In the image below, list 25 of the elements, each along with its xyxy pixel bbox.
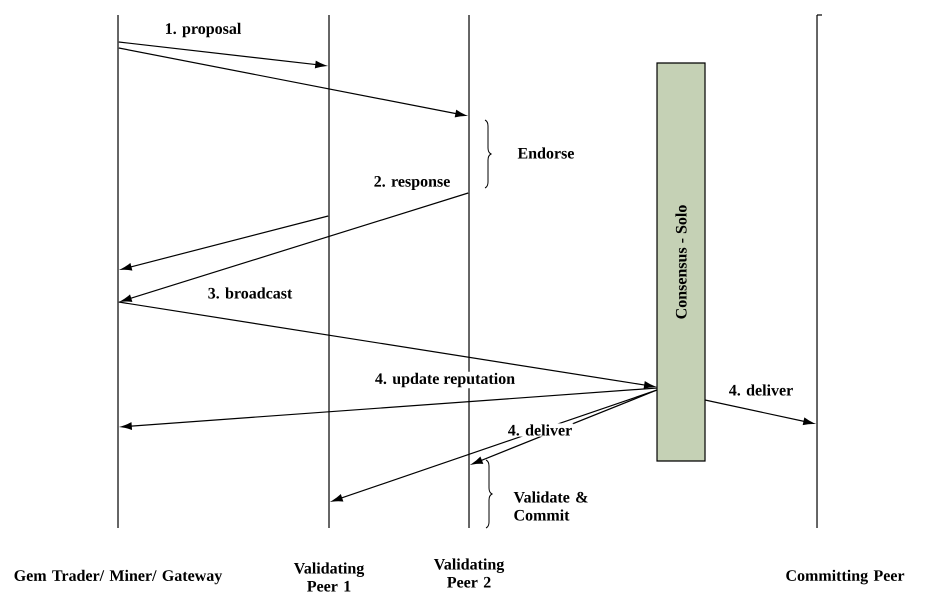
step-label: Endorse: [518, 147, 574, 159]
edge-label: 2. response: [372, 175, 452, 191]
edge-label: 4. deliver: [728, 383, 794, 397]
arrow: [704, 399, 814, 425]
arrow: [121, 387, 658, 430]
participant-label: Gem Trader/ Miner/ Gateway: [14, 570, 222, 584]
arrow: [332, 389, 658, 502]
consensus-box: Consensus - Solo: [656, 62, 706, 462]
lifeline: [468, 15, 470, 528]
arrow: [121, 215, 328, 270]
arrow: [121, 192, 468, 302]
lifeline: [117, 15, 119, 528]
step-label: Validate & Commit: [514, 491, 588, 521]
edge-label: 3. broadcast: [206, 286, 294, 300]
arrow: [118, 301, 655, 389]
lifeline: [816, 14, 822, 528]
edge-label: 1. proposal: [164, 22, 242, 38]
participant-label: Validating Peer 2: [434, 558, 504, 588]
edge-label: 4. deliver: [506, 423, 574, 437]
arrow: [118, 47, 466, 118]
arrow: [118, 41, 326, 68]
participant-label: Committing Peer: [786, 570, 904, 584]
lifeline: [328, 15, 330, 528]
edge-label: 4. update reputation: [374, 372, 516, 388]
participant-label: Validating Peer 1: [294, 562, 364, 592]
